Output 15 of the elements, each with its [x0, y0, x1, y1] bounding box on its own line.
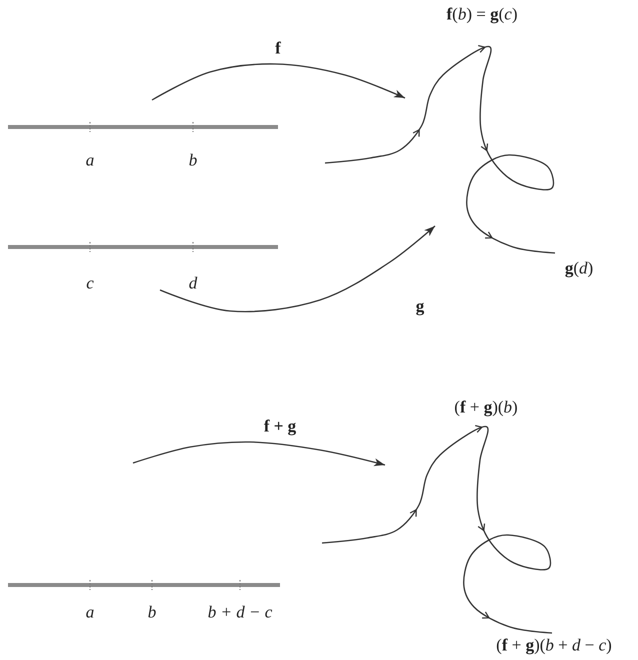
point-label: g(d) — [564, 260, 594, 276]
arrow — [160, 226, 436, 312]
point-label: (f + g)(b + d − c) — [496, 636, 612, 654]
arrow — [132, 441, 386, 466]
tick-label: d — [188, 274, 198, 292]
arrow — [152, 63, 406, 101]
point-label: (f + g)(b) — [454, 398, 518, 416]
tick-label: a — [86, 604, 94, 620]
tick-label: b — [148, 604, 156, 620]
tick-label: b — [188, 152, 198, 168]
tick-label: a — [86, 152, 94, 168]
edge-label: f + g — [262, 416, 298, 436]
tick-label: b + d − c — [208, 604, 272, 620]
tick-label: c — [86, 274, 94, 292]
point-label: f(b) = g(c) — [446, 6, 518, 22]
